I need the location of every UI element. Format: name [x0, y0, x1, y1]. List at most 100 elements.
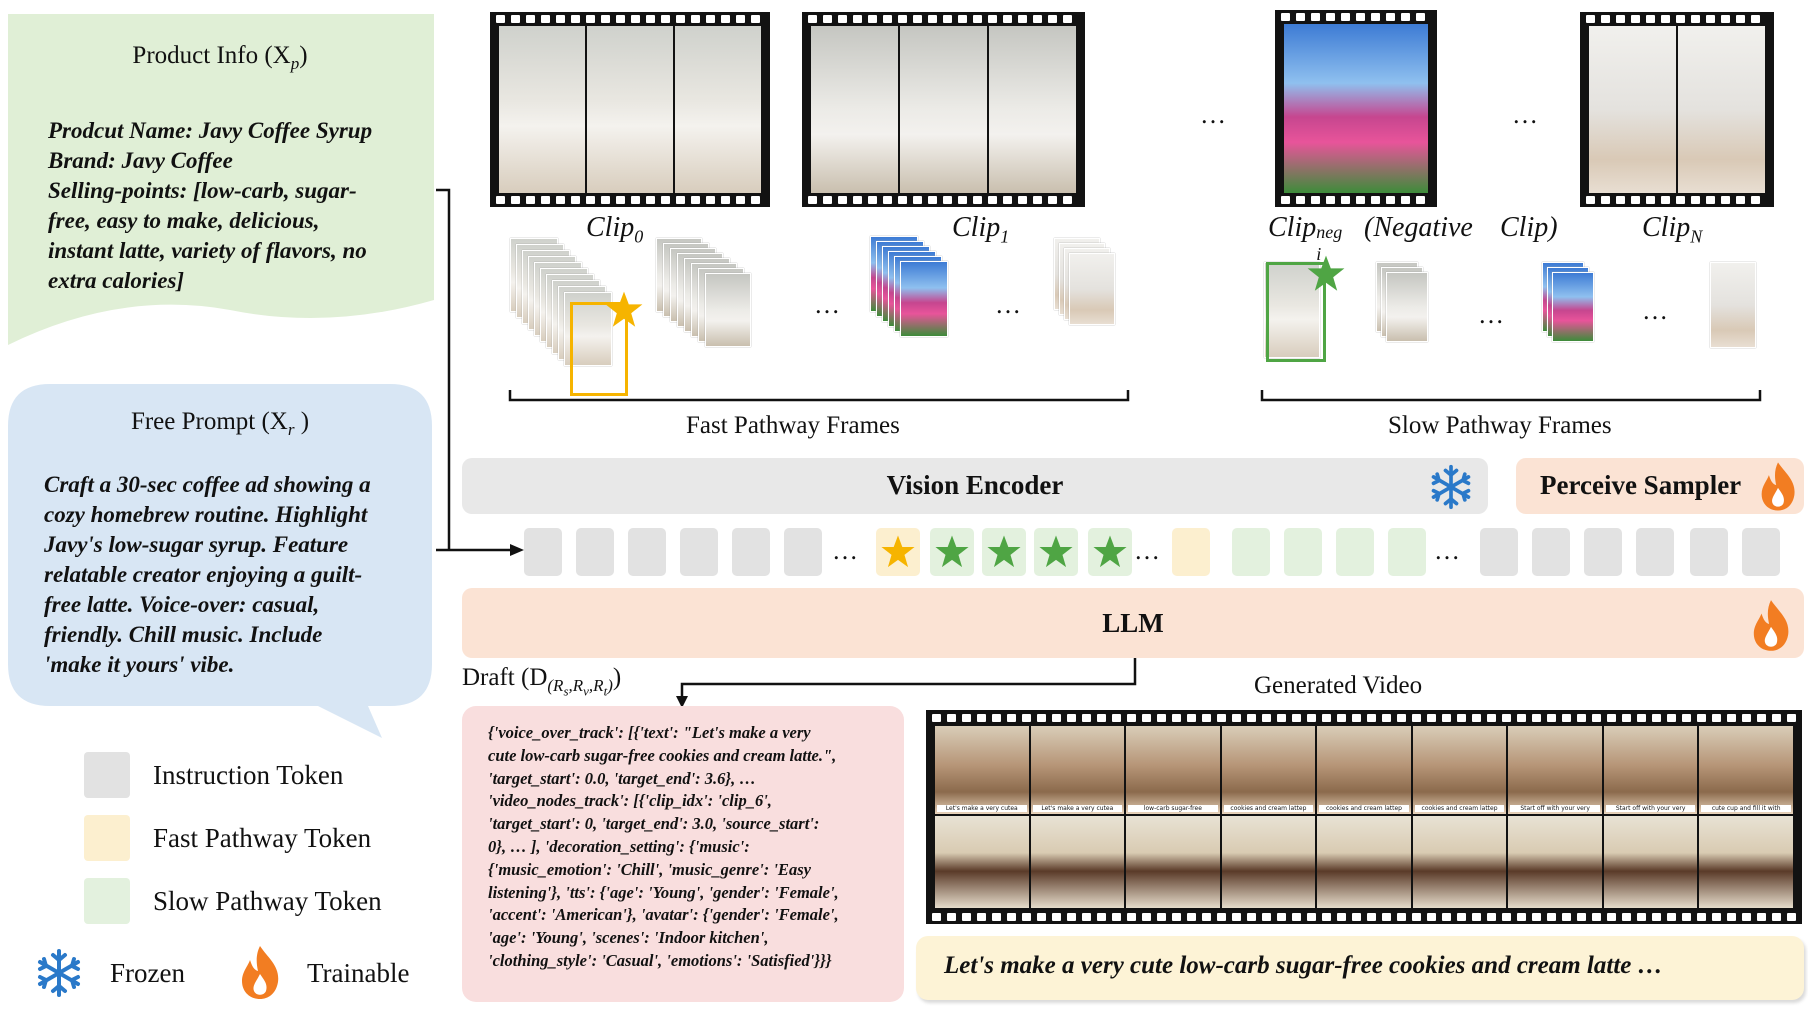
film-hole — [1631, 196, 1640, 204]
film-hole — [1007, 913, 1016, 921]
film-hole — [691, 196, 700, 204]
film-hole — [1676, 196, 1685, 204]
film-hole — [1037, 714, 1046, 722]
token — [1284, 528, 1322, 576]
llm-bar — [462, 588, 1804, 658]
film-hole — [721, 15, 730, 23]
prompt-line: free latte. Voice-over: casual, — [44, 592, 320, 617]
clipn-sub: N — [1690, 226, 1703, 247]
film-hole — [1697, 913, 1706, 921]
film-hole — [1457, 913, 1466, 921]
film-hole — [808, 196, 817, 204]
film-hole — [1631, 15, 1640, 23]
film-hole — [1097, 714, 1106, 722]
film-hole — [541, 196, 550, 204]
film-hole — [868, 196, 877, 204]
film-hole — [1706, 15, 1715, 23]
film-hole — [853, 15, 862, 23]
video-frame: cookies and cream lattep — [1412, 726, 1507, 814]
clipi-text: Clip — [1268, 212, 1317, 243]
film-hole — [1326, 196, 1335, 204]
draft-line: 'target_start': 0, 'target_end': 3.0, 's… — [488, 814, 820, 834]
film-hole — [808, 15, 817, 23]
film-hole — [1172, 714, 1181, 722]
token — [576, 528, 614, 576]
prompt-line: 'make it yours' vibe. — [44, 652, 235, 677]
film-hole — [962, 714, 971, 722]
film-hole — [1706, 196, 1715, 204]
film-hole — [1487, 913, 1496, 921]
film-hole — [1787, 714, 1796, 722]
video-frame — [900, 26, 987, 193]
clip0-label: Clip0 — [586, 212, 643, 248]
film-hole — [823, 196, 832, 204]
film-hole — [1386, 13, 1395, 21]
film-hole — [1326, 13, 1335, 21]
draft-line: 'video_nodes_track': [{'clip_idx': 'clip… — [488, 791, 772, 811]
slow-pathway-label: Slow Pathway Frames — [1388, 412, 1612, 439]
film-hole — [1142, 913, 1151, 921]
film-hole — [1322, 714, 1331, 722]
video-frame — [1678, 26, 1765, 193]
clipn-label: ClipN — [1642, 212, 1702, 248]
star-icon — [1307, 255, 1345, 291]
film-hole — [853, 196, 862, 204]
film-hole — [1112, 913, 1121, 921]
film-hole — [1018, 15, 1027, 23]
draft-line: listening'}, 'tts': {'age': 'Young', 'ge… — [488, 882, 839, 902]
film-hole — [1757, 913, 1766, 921]
star-icon — [605, 291, 643, 327]
film-hole — [1646, 196, 1655, 204]
film-hole — [1742, 714, 1751, 722]
film-hole — [1547, 913, 1556, 921]
film-hole — [1112, 714, 1121, 722]
film-hole — [1048, 15, 1057, 23]
clipi-sup: neg — [1316, 222, 1343, 242]
film-hole — [1397, 714, 1406, 722]
negative-label: (Negative — [1364, 212, 1473, 243]
product-line: Brand: Javy Coffee — [48, 148, 233, 173]
film-hole — [1616, 15, 1625, 23]
film-hole — [883, 196, 892, 204]
film-hole — [1667, 913, 1676, 921]
vision-encoder-bar — [462, 458, 1488, 514]
fast-frame-stack — [900, 261, 948, 337]
product-line: free, easy to make, delicious, — [48, 208, 320, 233]
free-prompt-bubble — [8, 384, 432, 738]
clip1-text: Clip — [952, 212, 1001, 243]
snowflake-icon — [1431, 464, 1471, 510]
frame-subtitle: Start off with your very — [1510, 805, 1600, 812]
clip1-film — [802, 12, 1085, 207]
product-line: Prodcut Name: Javy Coffee Syrup — [48, 118, 373, 143]
video-frame: Let's make a very cutea — [1030, 726, 1125, 814]
film-hole — [1562, 714, 1571, 722]
frame-subtitle: Let's make a very cutea — [937, 805, 1027, 812]
fast-frame-stack — [1069, 253, 1115, 325]
film-hole — [1003, 15, 1012, 23]
generated-caption-box — [916, 936, 1804, 1000]
film-hole — [1502, 913, 1511, 921]
film-hole — [1592, 714, 1601, 722]
film-hole — [1022, 714, 1031, 722]
film-hole — [992, 714, 1001, 722]
film-hole — [1691, 196, 1700, 204]
snowflake-icon — [38, 949, 80, 997]
film-hole — [1281, 13, 1290, 21]
film-hole — [496, 196, 505, 204]
film-hole — [1586, 196, 1595, 204]
draft-sub-t: t — [603, 683, 608, 699]
video-frame: cookies and cream lattep — [1221, 726, 1316, 814]
video-frame: Start off with your very — [1508, 726, 1602, 814]
film-hole — [1018, 196, 1027, 204]
film-hole — [1052, 714, 1061, 722]
film-hole — [661, 196, 670, 204]
film-hole — [1232, 714, 1241, 722]
film-hole — [1337, 913, 1346, 921]
film-hole — [1187, 714, 1196, 722]
film-hole — [958, 15, 967, 23]
film-hole — [1067, 714, 1076, 722]
slow-ellipsis: … — [1478, 300, 1504, 329]
film-hole — [1682, 913, 1691, 921]
film-hole — [646, 15, 655, 23]
